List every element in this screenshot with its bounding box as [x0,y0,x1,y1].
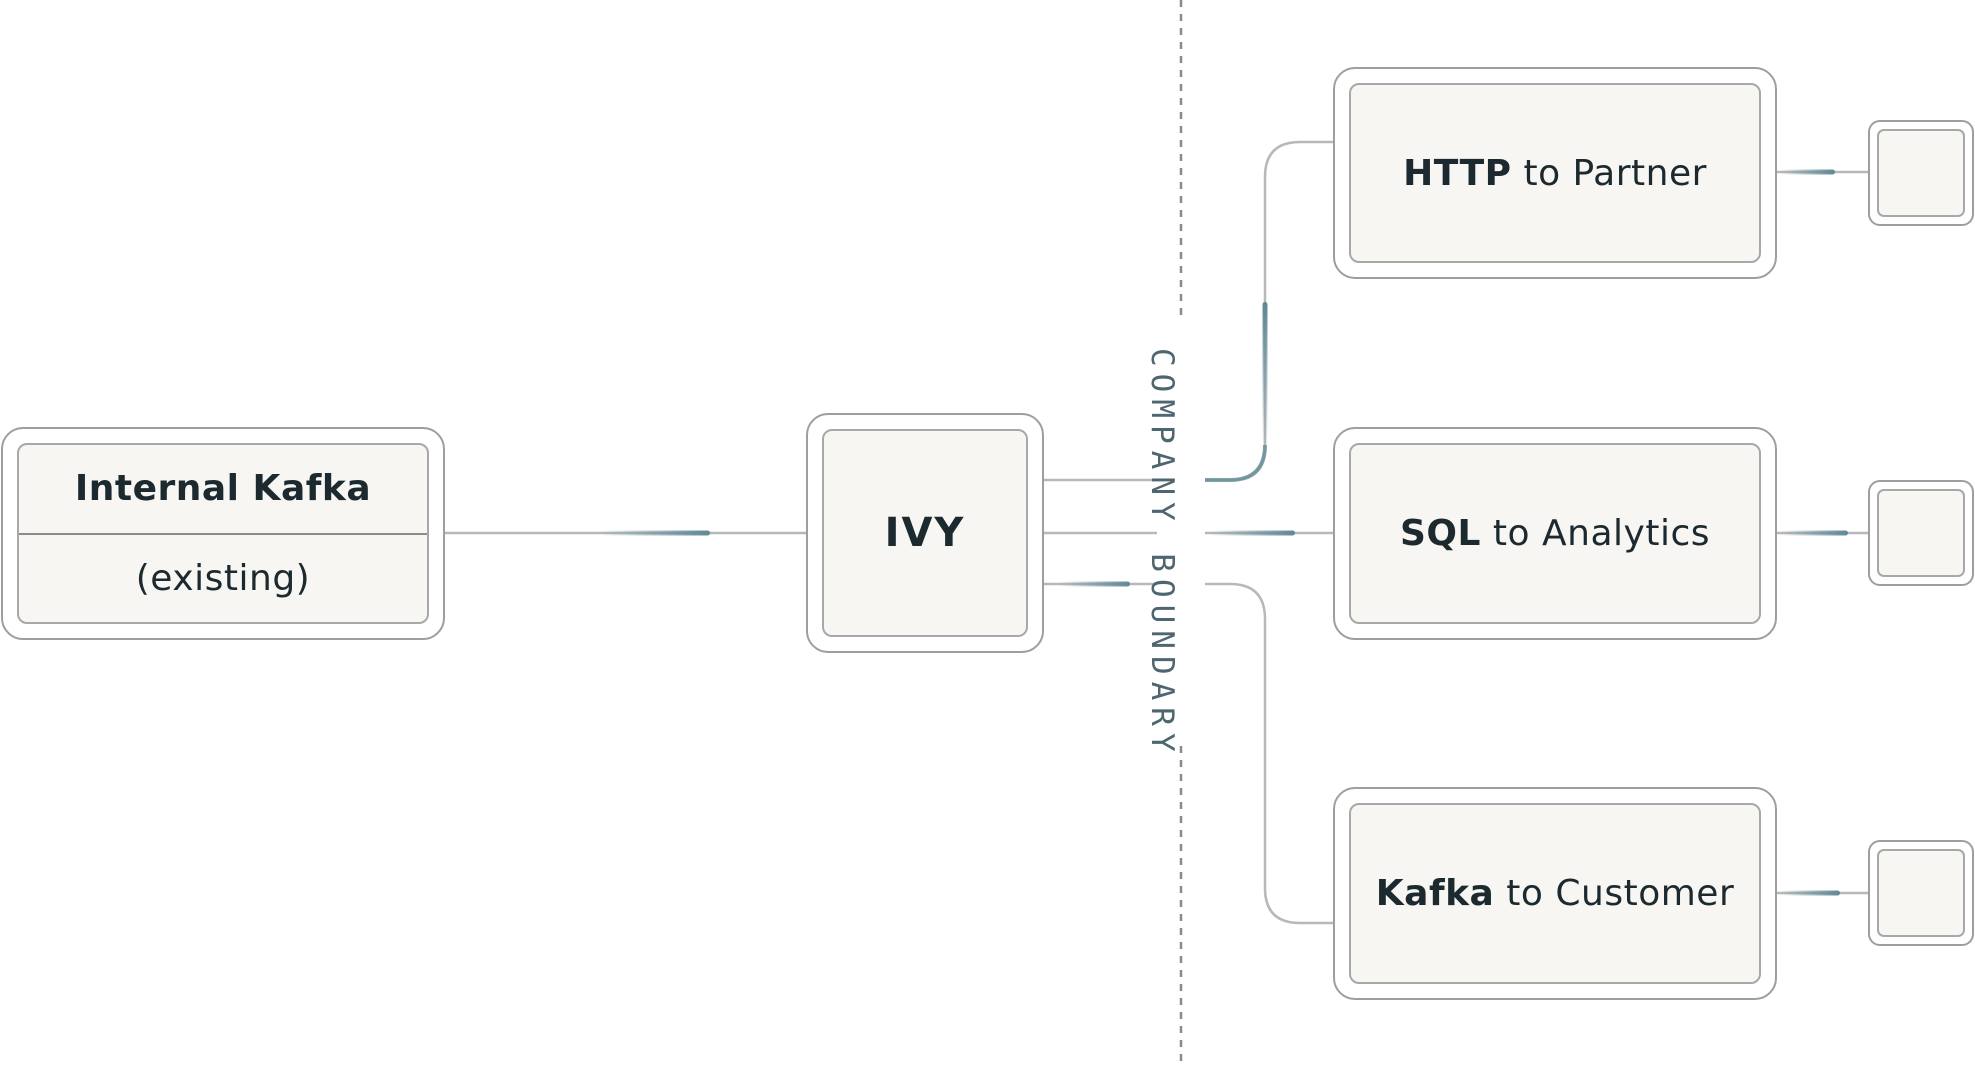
sql-analytics-label-rest: to Analytics [1480,513,1710,554]
link-sql-endpoint-pulse [1780,530,1848,536]
sql-analytics-node-inner: SQL to Analytics [1349,443,1761,624]
http-partner-endpoint [1868,120,1974,226]
http-partner-node: HTTP to Partner [1333,67,1777,279]
kafka-customer-label-bold: Kafka [1375,873,1495,914]
http-partner-label-rest: to Partner [1511,152,1707,194]
internal-kafka-subtitle-row: (existing) [19,535,427,623]
link-ivy-http [1027,140,1350,482]
internal-kafka-title-row: Internal Kafka [19,445,427,535]
link-kafka-ivy-pulse [600,530,710,536]
kafka-customer-endpoint-inner [1877,849,1965,937]
company-boundary-label: COMPANY BOUNDARY [1144,348,1180,759]
internal-kafka-title: Internal Kafka [74,468,372,510]
kafka-customer-node: Kafka to Customer [1333,787,1777,1000]
kafka-customer-label-rest: to Customer [1494,873,1735,914]
sql-analytics-label-bold: SQL [1400,513,1481,554]
internal-kafka-node-inner: Internal Kafka (existing) [17,443,429,624]
ivy-node: IVY [806,413,1044,653]
sql-analytics-node: SQL to Analytics [1333,427,1777,640]
link-http-endpoint-pulse [1780,169,1835,175]
link-ivy-http-curve-pulse [1205,444,1267,482]
sql-analytics-label: SQL to Analytics [1400,513,1710,554]
link-ivy-kafka-customer [1027,582,1350,925]
link-ivy-sql-pulse [1210,530,1295,536]
http-partner-label-bold: HTTP [1403,152,1512,194]
kafka-customer-endpoint [1868,840,1974,946]
http-partner-endpoint-inner [1877,129,1965,217]
link-ivy-kafka-customer-pulse [1060,581,1130,587]
link-ivy-http-pulse [1262,302,1268,452]
kafka-customer-label: Kafka to Customer [1376,873,1735,914]
http-partner-node-inner: HTTP to Partner [1349,83,1761,263]
sql-analytics-endpoint [1868,480,1974,586]
internal-kafka-node: Internal Kafka (existing) [1,427,445,640]
kafka-customer-node-inner: Kafka to Customer [1349,803,1761,984]
sql-analytics-endpoint-inner [1877,489,1965,577]
link-kafka-endpoint-pulse [1780,890,1840,896]
ivy-label: IVY [884,510,966,556]
http-partner-label: HTTP to Partner [1403,153,1707,194]
ivy-node-inner: IVY [822,429,1028,637]
internal-kafka-subtitle: (existing) [135,557,311,599]
